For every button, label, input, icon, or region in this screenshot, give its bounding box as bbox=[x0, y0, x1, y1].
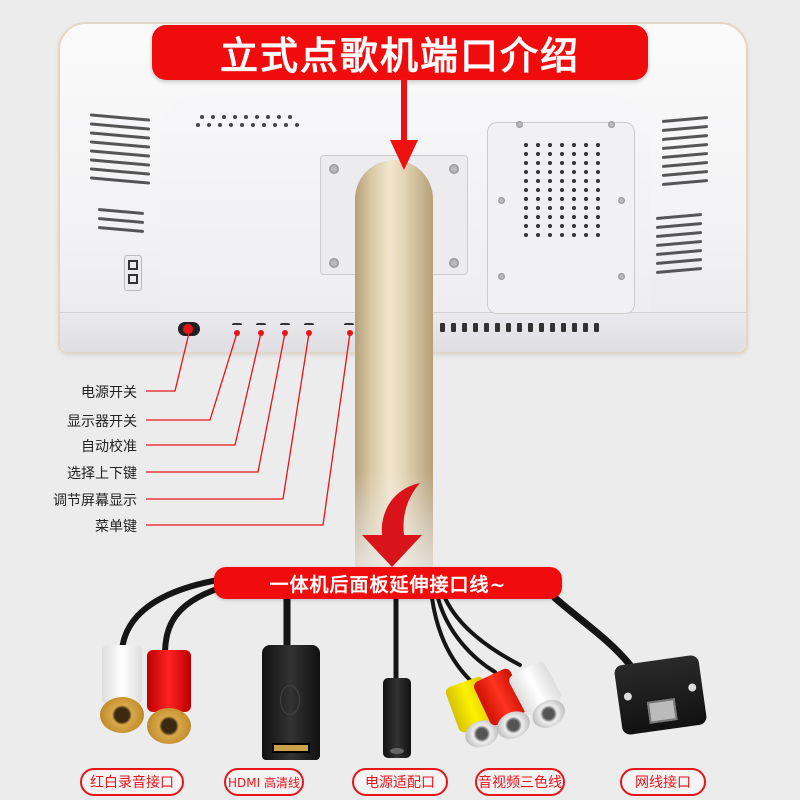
bottom-vents bbox=[440, 323, 599, 332]
usb-port-icon bbox=[124, 255, 142, 291]
key-adjust bbox=[304, 323, 314, 329]
label-auto-calibrate: 自动校准 bbox=[81, 439, 137, 455]
speaker-plate bbox=[487, 121, 635, 314]
speaker-grille bbox=[524, 143, 608, 237]
cable-label-rca-audio: 红白录音接口 bbox=[80, 768, 184, 796]
rca-white-connector bbox=[100, 645, 144, 740]
top-vent-dots-2 bbox=[196, 123, 299, 127]
curved-arrow-down-icon bbox=[362, 483, 422, 567]
subtitle-banner: 一体机后面板延伸接口线~ bbox=[214, 567, 562, 599]
label-select-updown: 选择上下键 bbox=[67, 466, 137, 482]
cable-label-power: 电源适配口 bbox=[352, 768, 448, 796]
key-menu bbox=[344, 323, 354, 329]
top-vent-dots bbox=[200, 115, 292, 119]
cable-label-av: 音视频三色线 bbox=[475, 768, 565, 796]
page-title: 立式点歌机端口介绍 bbox=[152, 25, 648, 80]
label-display-switch: 显示器开关 bbox=[67, 414, 137, 430]
hdmi-connector bbox=[262, 645, 320, 760]
rj45-lan-connector bbox=[613, 654, 708, 736]
label-adjust-display: 调节屏幕显示 bbox=[53, 493, 137, 509]
dc-power-connector bbox=[383, 678, 411, 758]
power-button-icon bbox=[178, 322, 200, 336]
rca-red-connector bbox=[145, 650, 193, 750]
key-display bbox=[232, 323, 242, 329]
label-menu-key: 菜单键 bbox=[95, 519, 137, 535]
cable-label-lan: 网线接口 bbox=[620, 768, 706, 796]
cable-label-hdmi: HDMI 高清线 bbox=[224, 768, 304, 796]
key-auto bbox=[256, 323, 266, 329]
key-updown bbox=[280, 323, 290, 329]
arrow-down-icon bbox=[390, 78, 418, 170]
label-power-switch: 电源开关 bbox=[81, 385, 137, 401]
